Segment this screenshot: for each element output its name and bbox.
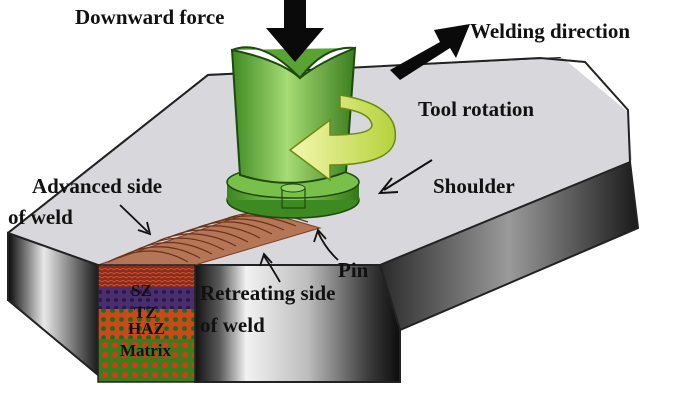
retreating-side-pointer	[259, 252, 281, 283]
label-shoulder: Shoulder	[433, 174, 515, 198]
pin-top	[280, 183, 306, 193]
label-advanced-side-line1: Advanced side	[32, 174, 162, 198]
zone-haz-area	[98, 309, 195, 339]
arrow-down-icon	[266, 0, 324, 62]
label-downward-force: Downward force	[75, 5, 225, 29]
label-advanced-side-line2: of weld	[8, 205, 73, 229]
zone-tz-area	[98, 287, 195, 309]
advanced-side-pointer	[119, 204, 152, 236]
zone-label-tz: TZ	[134, 303, 157, 322]
pin	[281, 188, 306, 209]
label-welding-direction: Welding direction	[470, 19, 630, 43]
shoulder-pointer-arrow	[377, 159, 433, 195]
zone-sz-area	[98, 265, 195, 287]
label-pin: Pin	[338, 258, 369, 282]
pin-pointer	[313, 228, 339, 261]
weld-ripples	[107, 212, 309, 263]
plate-top-edge	[7, 56, 631, 234]
rotation-arrow-icon	[288, 94, 397, 182]
label-retreating-side-line1: Retreating side	[200, 281, 336, 305]
zone-label-sz: SZ	[131, 281, 152, 300]
label-tool-rotation: Tool rotation	[418, 97, 534, 121]
arrow-up-right-icon	[390, 24, 470, 80]
zone-label-haz: HAZ	[128, 319, 165, 338]
weld-cross-section	[97, 264, 196, 383]
zone-label-matrix: Matrix	[120, 341, 171, 360]
zone-matrix-area	[98, 339, 195, 382]
label-retreating-side-line2: of weld	[200, 313, 265, 337]
